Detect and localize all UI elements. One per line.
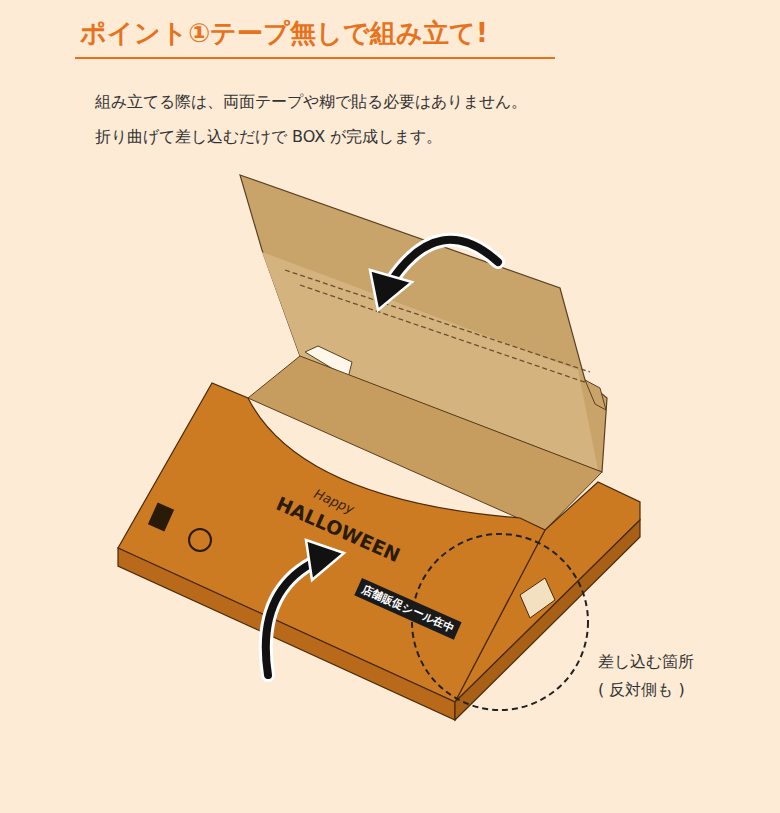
callout-label: ( 反対側も ) — [598, 680, 685, 701]
logo-mark — [148, 502, 174, 531]
perforation — [300, 285, 596, 386]
fold-arrow — [370, 240, 498, 310]
page-title: ポイント①テープ無しで組み立て! — [80, 16, 488, 51]
body-text: 折り曲げて差し込むだけで BOX が完成します。 — [95, 127, 442, 148]
title-underline — [75, 57, 555, 59]
body-text: 組み立てる際は、両面テープや糊で貼る必要はありません。 — [95, 92, 527, 113]
tab — [585, 380, 606, 410]
recycle-mark — [189, 529, 211, 551]
fold-arrow — [266, 540, 344, 675]
front-wall — [118, 548, 455, 720]
callout-label: 差し込む箇所 — [598, 652, 694, 673]
